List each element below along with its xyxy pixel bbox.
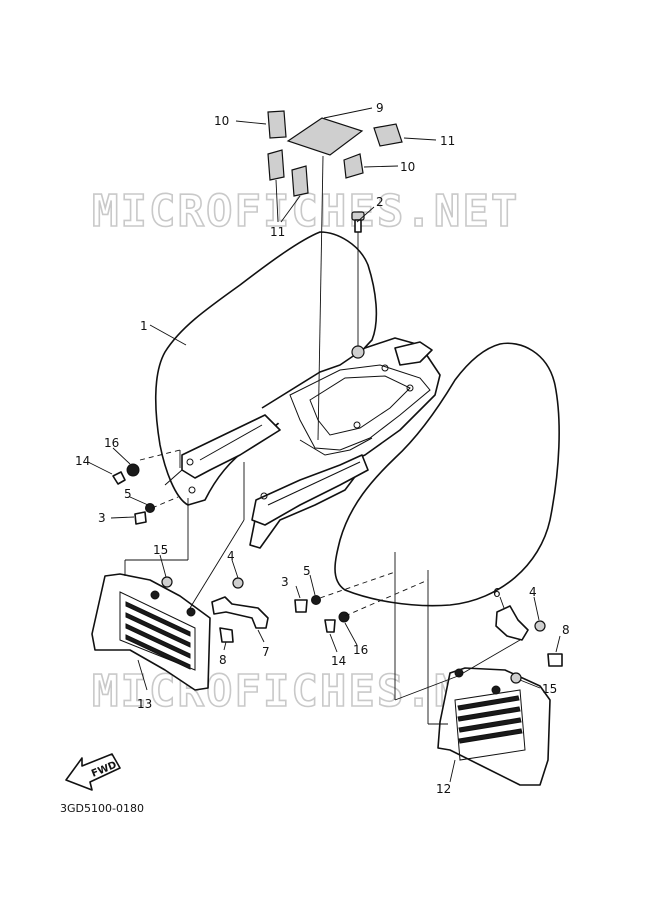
seal-set[interactable] <box>267 110 403 197</box>
washer-5-left[interactable] <box>145 503 155 513</box>
callout-12: 12 <box>436 782 451 796</box>
bolt-3-left[interactable] <box>134 511 147 525</box>
bracket-6[interactable] <box>495 605 529 641</box>
callout-16-right: 16 <box>353 643 368 657</box>
callout-16-left: 16 <box>104 436 119 450</box>
callout-10-right: 10 <box>400 160 415 174</box>
callout-4-right: 4 <box>529 585 537 599</box>
nut-15-left[interactable] <box>161 576 173 588</box>
screw-14-left[interactable] <box>112 471 126 485</box>
bolt-8-left[interactable] <box>219 627 234 643</box>
bolt-3-right[interactable] <box>294 599 308 613</box>
callout-7: 7 <box>262 645 270 659</box>
callout-5-left: 5 <box>124 487 132 501</box>
callout-6: 6 <box>493 586 501 600</box>
mud-flap-left[interactable] <box>91 573 211 691</box>
callout-13: 13 <box>137 697 152 711</box>
callout-11-bottom: 11 <box>270 225 285 239</box>
callout-3-left: 3 <box>98 511 106 525</box>
callout-14-right: 14 <box>331 654 346 668</box>
screw-14-right[interactable] <box>324 619 336 633</box>
callout-4-left: 4 <box>227 549 235 563</box>
callout-15-right: 15 <box>542 682 557 696</box>
callout-15-left: 15 <box>153 543 168 557</box>
nut-4-left[interactable] <box>232 577 244 589</box>
diagram-code: 3GD5100-0180 <box>60 802 144 815</box>
callout-5-right: 5 <box>303 564 311 578</box>
nut-16-right[interactable] <box>338 611 350 623</box>
rear-fender[interactable] <box>154 231 560 607</box>
callout-3-right: 3 <box>281 575 289 589</box>
mud-flap-right[interactable] <box>437 667 551 786</box>
leader-lines <box>87 107 561 783</box>
callout-2: 2 <box>376 195 384 209</box>
nut-4-right[interactable] <box>534 620 546 632</box>
nut-15-right[interactable] <box>510 672 522 684</box>
nut-16-left[interactable] <box>126 463 140 477</box>
fwd-arrow: FWD <box>65 753 121 791</box>
callout-9: 9 <box>376 101 384 115</box>
callouts: 1 2 3 3 4 4 5 5 6 7 8 8 9 10 10 11 11 12… <box>75 101 570 796</box>
callout-8-left: 8 <box>219 653 227 667</box>
callout-1: 1 <box>140 319 148 333</box>
bracket-7[interactable] <box>211 596 269 629</box>
callout-8-right: 8 <box>562 623 570 637</box>
callout-11-right: 11 <box>440 134 455 148</box>
fasteners <box>112 463 563 684</box>
callout-10-left: 10 <box>214 114 229 128</box>
bolt-8-right[interactable] <box>547 653 563 667</box>
callout-14-left: 14 <box>75 454 90 468</box>
washer-5-right[interactable] <box>311 595 321 605</box>
